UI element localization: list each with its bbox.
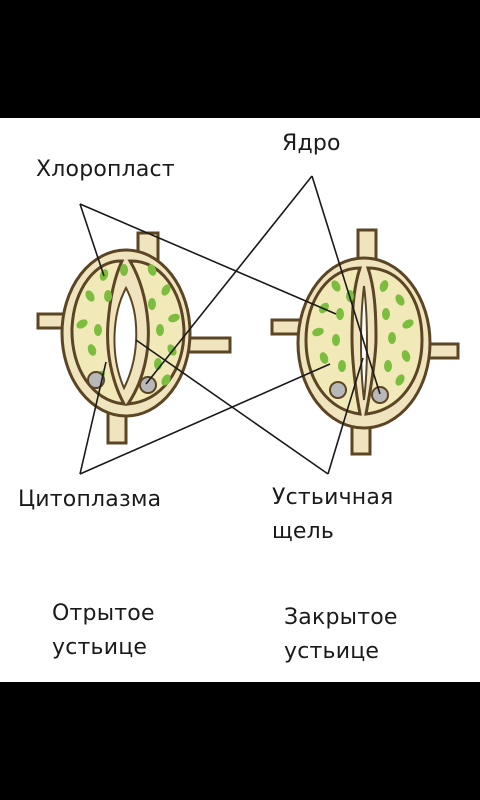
slit-pointer-closed [327,357,364,475]
stomatal-slit-label-line1: Устьичная [272,485,394,510]
nucleus-pointer-closed [311,175,381,395]
bottom-black-band [0,682,480,800]
slit-pointer-open [135,339,329,475]
closed-left-nucleus [329,381,347,399]
top-black-band [0,0,480,118]
open-stoma-chloroplasts [76,264,180,386]
closed-stoma-figure [270,228,460,456]
pointer-lines [79,175,381,475]
chloroplast-pointer-open [79,203,105,277]
nucleus-pointer-open [145,175,313,385]
open-stoma-caption-line1: Отрытое [52,601,155,626]
chloroplast-label: Хлоропласт [36,157,175,182]
open-right-nucleus [139,376,157,394]
open-right-guard-cell [125,259,186,406]
open-stoma-figure [36,231,232,445]
nucleus-label: Ядро [282,131,341,156]
open-stoma-pore [113,285,138,391]
closed-stoma-caption-line2: устьице [284,639,380,664]
open-stoma-caption-line2: устьице [52,635,148,660]
diagram-panel: Хлоропласт Ядро Цитоплазма Устьичная щел… [0,118,480,682]
stomatal-slit-label-line2: щель [272,519,335,544]
open-left-nucleus [87,371,105,389]
closed-stoma-caption-line1: Закрытое [284,605,398,630]
cytoplasm-pointer-open [79,361,107,475]
closed-right-nucleus [371,386,389,404]
cytoplasm-label: Цитоплазма [18,487,162,512]
chloroplast-pointer-closed [79,203,337,315]
cytoplasm-pointer-closed [79,363,331,475]
stomata-diagram [36,175,460,475]
